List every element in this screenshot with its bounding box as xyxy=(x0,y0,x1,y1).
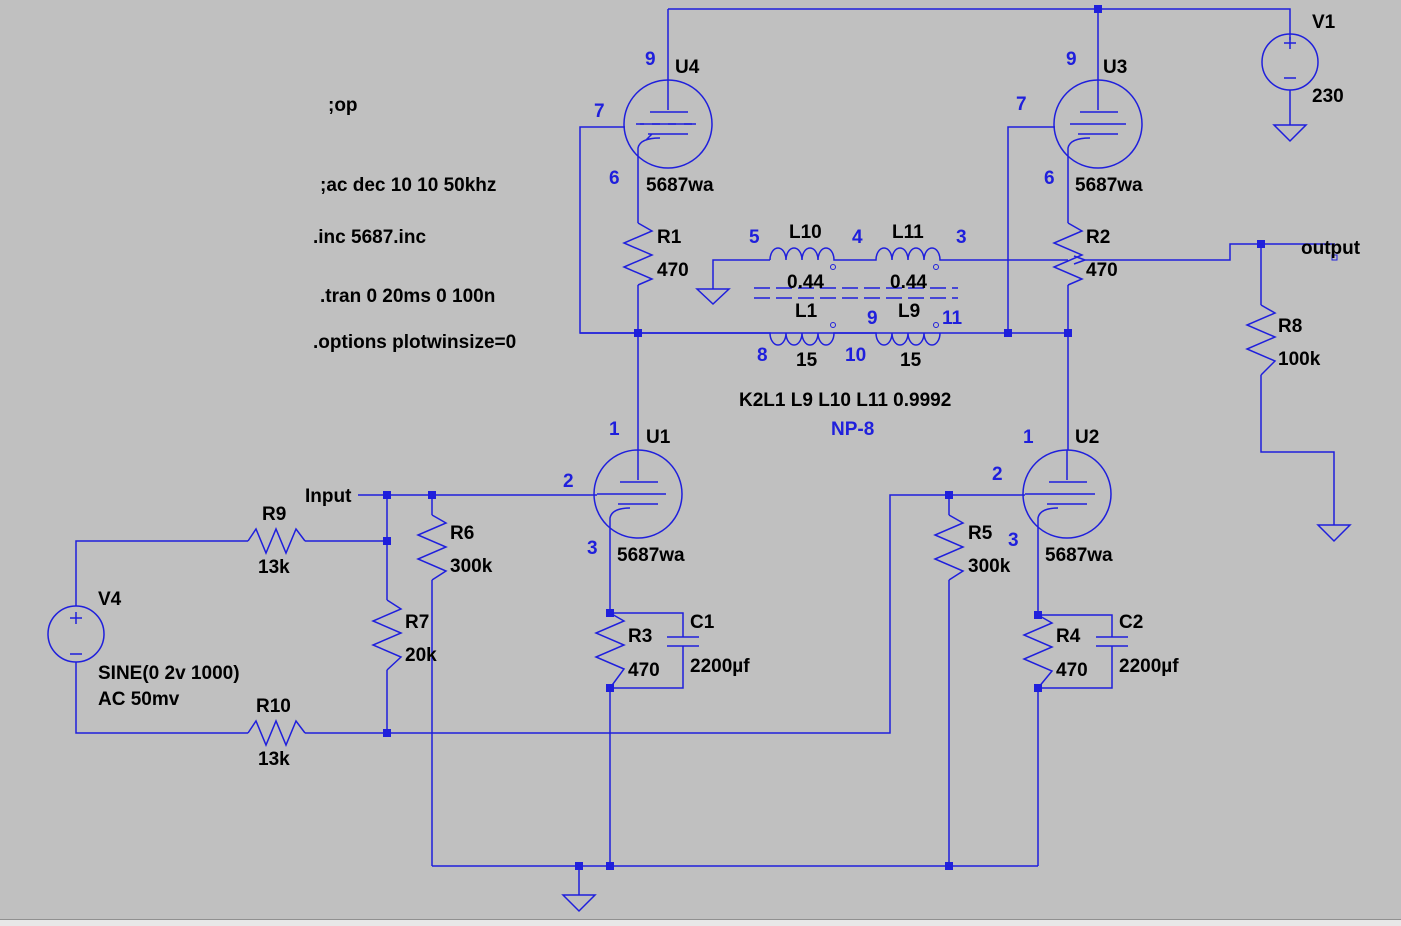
resistor-r3-ref: R3 xyxy=(628,626,652,647)
ground-icon xyxy=(1316,524,1352,543)
tube-u4-pin-grid: 7 xyxy=(594,101,605,122)
source-v1-value: 230 xyxy=(1312,86,1344,107)
resistor-r4-value: 470 xyxy=(1056,660,1088,681)
tube-u3[interactable] xyxy=(1053,79,1143,169)
inductor-l1-pin-left: 8 xyxy=(757,345,768,366)
resistor-r5-ref: R5 xyxy=(968,523,993,544)
tube-u1-ref: U1 xyxy=(646,427,671,448)
tube-u2-pin-cathode: 3 xyxy=(1008,530,1019,551)
wires xyxy=(75,8,1335,895)
voltage-source-v1[interactable] xyxy=(1261,33,1319,125)
resistor-r7-value: 20k xyxy=(405,645,437,666)
resistor-r6[interactable] xyxy=(416,514,448,581)
transformer-np8[interactable] xyxy=(580,247,958,346)
resistor-r10[interactable] xyxy=(247,719,306,747)
transformer-name: NP-8 xyxy=(831,419,874,440)
resistor-r1-ref: R1 xyxy=(657,227,682,248)
inductor-l9-value: 15 xyxy=(900,350,922,371)
tube-u1-model: 5687wa xyxy=(617,545,685,566)
resistor-r1-value: 470 xyxy=(657,260,689,281)
inductor-l10-value: 0.44 xyxy=(787,272,824,293)
directive-inc[interactable]: .inc 5687.inc xyxy=(313,227,426,248)
capacitor-c1[interactable] xyxy=(667,630,699,652)
capacitor-c1-value: 2200µf xyxy=(690,656,750,677)
inductor-l1-pin-right: 9 xyxy=(867,308,878,329)
inductor-l10-pin-left: 5 xyxy=(749,227,760,248)
resistor-r4-ref: R4 xyxy=(1056,626,1081,647)
resistor-r3-value: 470 xyxy=(628,660,660,681)
capacitor-c2-value: 2200µf xyxy=(1119,656,1179,677)
source-v1-ref: V1 xyxy=(1312,12,1336,33)
inductor-l9-ref: L9 xyxy=(898,301,920,322)
tube-u4-ref: U4 xyxy=(675,57,700,78)
resistor-r4[interactable] xyxy=(1022,614,1054,689)
source-v4-ref: V4 xyxy=(98,589,122,610)
tube-u3-ref: U3 xyxy=(1103,57,1127,78)
resistor-r3[interactable] xyxy=(594,612,626,689)
resistor-r8-ref: R8 xyxy=(1278,316,1302,337)
resistor-r10-value: 13k xyxy=(258,749,290,770)
tube-u1[interactable] xyxy=(593,449,683,539)
tube-u3-pin-grid: 7 xyxy=(1016,94,1027,115)
resistor-r7-ref: R7 xyxy=(405,612,429,633)
inductor-l9-pin-right: 11 xyxy=(942,308,963,329)
tube-u4[interactable] xyxy=(623,79,713,169)
tube-u4-pin-plate: 9 xyxy=(645,49,656,70)
tube-u2-ref: U2 xyxy=(1075,427,1099,448)
resistor-r9-value: 13k xyxy=(258,557,290,578)
directive-coupling[interactable]: K2L1 L9 L10 L11 0.9992 xyxy=(739,390,951,411)
resistor-r7[interactable] xyxy=(371,599,403,671)
ground-icon xyxy=(1272,124,1308,143)
resistor-r9[interactable] xyxy=(247,527,306,555)
ground-icon xyxy=(695,288,731,306)
tube-u1-pin-grid: 2 xyxy=(563,471,574,492)
tube-u4-pin-cathode: 6 xyxy=(609,168,620,189)
directive-ac[interactable]: ;ac dec 10 10 50khz xyxy=(320,175,496,196)
capacitor-c2-ref: C2 xyxy=(1119,612,1143,633)
source-v4-value-line2: AC 50mv xyxy=(98,689,180,710)
inductor-l9-pin-left: 10 xyxy=(845,345,866,366)
inductor-l1-value: 15 xyxy=(796,350,818,371)
voltage-source-v4[interactable] xyxy=(47,605,105,663)
inductor-l11-ref: L11 xyxy=(892,222,924,243)
resistor-r6-value: 300k xyxy=(450,556,493,577)
resistor-r2-ref: R2 xyxy=(1086,227,1110,248)
tube-u1-pin-cathode: 3 xyxy=(587,538,598,559)
inductor-l1-ref: L1 xyxy=(795,301,818,322)
inductor-l10-ref: L10 xyxy=(789,222,822,243)
tube-u2-model: 5687wa xyxy=(1045,545,1113,566)
inductor-l11-value: 0.44 xyxy=(890,272,927,293)
net-label-output[interactable]: output xyxy=(1301,238,1361,259)
resistor-r8[interactable] xyxy=(1245,304,1277,376)
resistor-r9-ref: R9 xyxy=(262,504,286,525)
source-v4-value-line1: SINE(0 2v 1000) xyxy=(98,663,240,684)
directive-tran[interactable]: .tran 0 20ms 0 100n xyxy=(320,286,495,307)
tube-u3-pin-plate: 9 xyxy=(1066,49,1077,70)
tube-u2-pin-grid: 2 xyxy=(992,464,1003,485)
resistor-r5[interactable] xyxy=(933,514,965,581)
resistor-r6-ref: R6 xyxy=(450,523,474,544)
capacitor-c1-ref: C1 xyxy=(690,612,715,633)
ground-icon xyxy=(561,894,597,913)
status-bar-edge xyxy=(0,919,1401,926)
directive-options[interactable]: .options plotwinsize=0 xyxy=(313,332,516,353)
inductor-l10-pin-right: 4 xyxy=(852,227,863,248)
tube-u3-pin-cathode: 6 xyxy=(1044,168,1055,189)
resistor-r8-value: 100k xyxy=(1278,349,1321,370)
tube-u3-model: 5687wa xyxy=(1075,175,1143,196)
tube-u4-model: 5687wa xyxy=(646,175,714,196)
inductor-l11-pin-right: 3 xyxy=(956,227,967,248)
tube-u1-pin-plate: 1 xyxy=(609,419,620,440)
resistor-r10-ref: R10 xyxy=(256,696,291,717)
tube-u2[interactable] xyxy=(1022,449,1112,539)
resistor-r5-value: 300k xyxy=(968,556,1011,577)
net-label-input[interactable]: Input xyxy=(305,486,352,507)
resistor-r1[interactable] xyxy=(622,222,654,286)
resistor-r2-value: 470 xyxy=(1086,260,1118,281)
tube-u2-pin-plate: 1 xyxy=(1023,427,1034,448)
capacitor-c2[interactable] xyxy=(1096,630,1128,652)
directive-op[interactable]: ;op xyxy=(328,95,358,116)
resistor-r2[interactable] xyxy=(1052,222,1086,286)
